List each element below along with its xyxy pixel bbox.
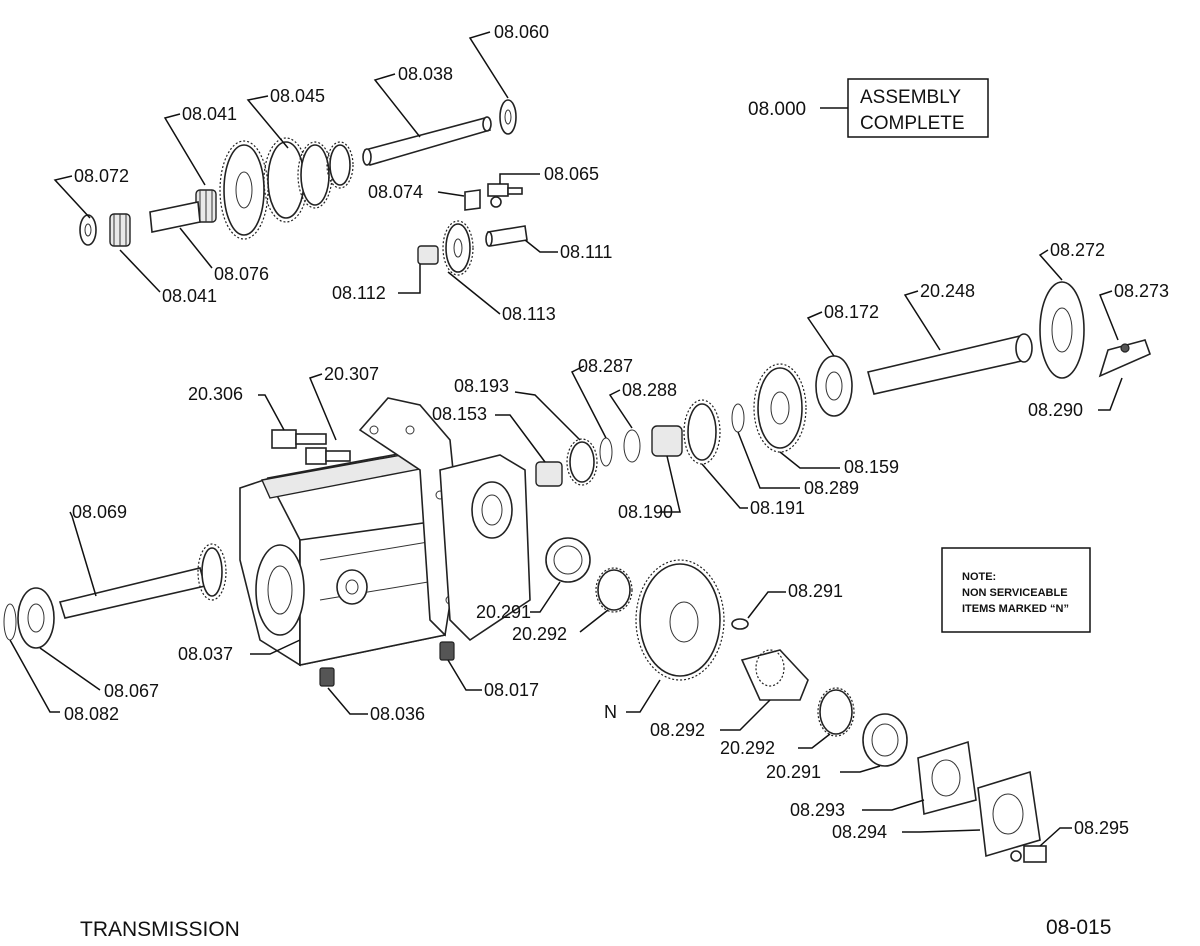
callout-08037: 08.037 bbox=[178, 644, 233, 664]
cover-08294 bbox=[977, 770, 1041, 858]
gasket-08293 bbox=[917, 740, 977, 816]
needle-bearing-08041-lower bbox=[109, 213, 131, 247]
callout-08038: 08.038 bbox=[398, 64, 453, 84]
gear-08191 bbox=[683, 399, 721, 465]
callout-20292-lower: 20.292 bbox=[720, 738, 775, 758]
callout-08072: 08.072 bbox=[74, 166, 129, 186]
callout-N: N bbox=[604, 702, 617, 722]
note-box: NOTE: NON SERVICEABLE ITEMS MARKED “N” bbox=[941, 547, 1091, 633]
callout-08295: 08.295 bbox=[1074, 818, 1129, 838]
note-title: NOTE: bbox=[962, 571, 996, 583]
callout-20306: 20.306 bbox=[188, 384, 243, 404]
assembly-label-line1: ASSEMBLY bbox=[860, 87, 961, 108]
key-08291 bbox=[731, 618, 749, 630]
callout-labels: 08.060 08.038 08.045 08.041 08.072 08.07… bbox=[64, 22, 1169, 842]
callout-20307: 20.307 bbox=[324, 364, 379, 384]
callout-08111: 08.111 bbox=[560, 242, 612, 262]
bearing-cup-20291-lower bbox=[862, 713, 908, 767]
callout-08172: 08.172 bbox=[824, 302, 879, 322]
callout-08193: 08.193 bbox=[454, 376, 509, 396]
leader-lines bbox=[9, 31, 1123, 847]
callout-20248: 20.248 bbox=[920, 281, 975, 301]
assembly-complete-callout: 08.000 ASSEMBLY COMPLETE bbox=[748, 78, 989, 138]
input-shaft-08069 bbox=[58, 543, 227, 619]
callout-08191: 08.191 bbox=[750, 498, 805, 518]
callout-08041: 08.041 bbox=[182, 104, 237, 124]
callout-08017: 08.017 bbox=[484, 680, 539, 700]
cluster-gear-08045 bbox=[219, 137, 354, 240]
callout-08294: 08.294 bbox=[832, 822, 887, 842]
lock-plate-08074 bbox=[464, 189, 481, 211]
callout-08069: 08.069 bbox=[72, 502, 127, 522]
callout-08293: 08.293 bbox=[790, 800, 845, 820]
transmission-case-08037 bbox=[239, 397, 531, 667]
callout-08273: 08.273 bbox=[1114, 281, 1169, 301]
callout-08113: 08.113 bbox=[502, 304, 556, 324]
callout-08065: 08.065 bbox=[544, 164, 599, 184]
note-line2: NON SERVICEABLE bbox=[962, 587, 1068, 599]
synchro-hub-08193 bbox=[566, 438, 598, 486]
thrust-washer-08072 bbox=[79, 214, 97, 246]
callout-08041-lower: 08.041 bbox=[162, 286, 217, 306]
callout-08190: 08.190 bbox=[618, 502, 673, 522]
bearing-cup-20291 bbox=[545, 537, 591, 583]
bearing-08172 bbox=[815, 355, 853, 417]
callout-08159: 08.159 bbox=[844, 457, 899, 477]
callout-08036: 08.036 bbox=[370, 704, 425, 724]
callout-08045: 08.045 bbox=[270, 86, 325, 106]
note-line3: ITEMS MARKED “N” bbox=[962, 603, 1069, 615]
callout-08074: 08.074 bbox=[368, 182, 423, 202]
bearing-08067 bbox=[17, 587, 55, 649]
callout-08153: 08.153 bbox=[432, 404, 487, 424]
bolt-08065 bbox=[487, 183, 523, 208]
callout-08272: 08.272 bbox=[1050, 240, 1105, 260]
bolt-20307 bbox=[305, 447, 351, 465]
reverse-idler-shaft-08111 bbox=[485, 225, 528, 247]
callout-08082: 08.082 bbox=[64, 704, 119, 724]
spacer-tube-08076 bbox=[149, 201, 201, 233]
ring-gear-N bbox=[635, 559, 725, 681]
gear-08159 bbox=[753, 363, 807, 453]
needle-bearing-08153 bbox=[535, 461, 563, 487]
bolt-08295 bbox=[1010, 845, 1047, 863]
filler-plug-08017 bbox=[439, 641, 455, 661]
callout-08291: 08.291 bbox=[788, 581, 843, 601]
bearing-cone-20292-lower bbox=[817, 687, 855, 737]
assembly-part-number: 08.000 bbox=[748, 99, 806, 120]
callout-08289: 08.289 bbox=[804, 478, 859, 498]
callout-20291: 20.291 bbox=[476, 602, 531, 622]
ring-08287 bbox=[599, 437, 613, 467]
bushing-08190 bbox=[651, 425, 683, 457]
gasket-08272 bbox=[1039, 281, 1085, 379]
assembly-label-line2: COMPLETE bbox=[860, 113, 965, 134]
callout-08067: 08.067 bbox=[104, 681, 159, 701]
bracket-08273 bbox=[1098, 339, 1152, 378]
reverse-idler-gear-08113 bbox=[442, 220, 474, 276]
callout-08290: 08.290 bbox=[1028, 400, 1083, 420]
thrust-washer-08060 bbox=[499, 99, 517, 135]
ring-08288 bbox=[623, 429, 641, 463]
callout-08292: 08.292 bbox=[650, 720, 705, 740]
footer-title: TRANSMISSION bbox=[80, 918, 240, 941]
bushing-08112 bbox=[417, 245, 439, 265]
callout-08060: 08.060 bbox=[494, 22, 549, 42]
bolt-20306 bbox=[271, 429, 327, 449]
page-code: 08-015 bbox=[1046, 916, 1112, 939]
bearing-cone-20292 bbox=[595, 567, 633, 613]
callout-20291-lower: 20.291 bbox=[766, 762, 821, 782]
countershaft-08038 bbox=[362, 116, 492, 166]
callout-08112: 08.112 bbox=[332, 283, 386, 303]
callout-20292: 20.292 bbox=[512, 624, 567, 644]
snap-ring-08289 bbox=[731, 403, 745, 433]
callout-08287: 08.287 bbox=[578, 356, 633, 376]
callout-08288: 08.288 bbox=[622, 380, 677, 400]
pinion-shaft-08292 bbox=[740, 649, 809, 701]
callout-08076: 08.076 bbox=[214, 264, 269, 284]
drain-plug-08036 bbox=[319, 667, 335, 687]
snap-ring-08082 bbox=[3, 603, 17, 641]
mainshaft-20248 bbox=[867, 333, 1033, 395]
